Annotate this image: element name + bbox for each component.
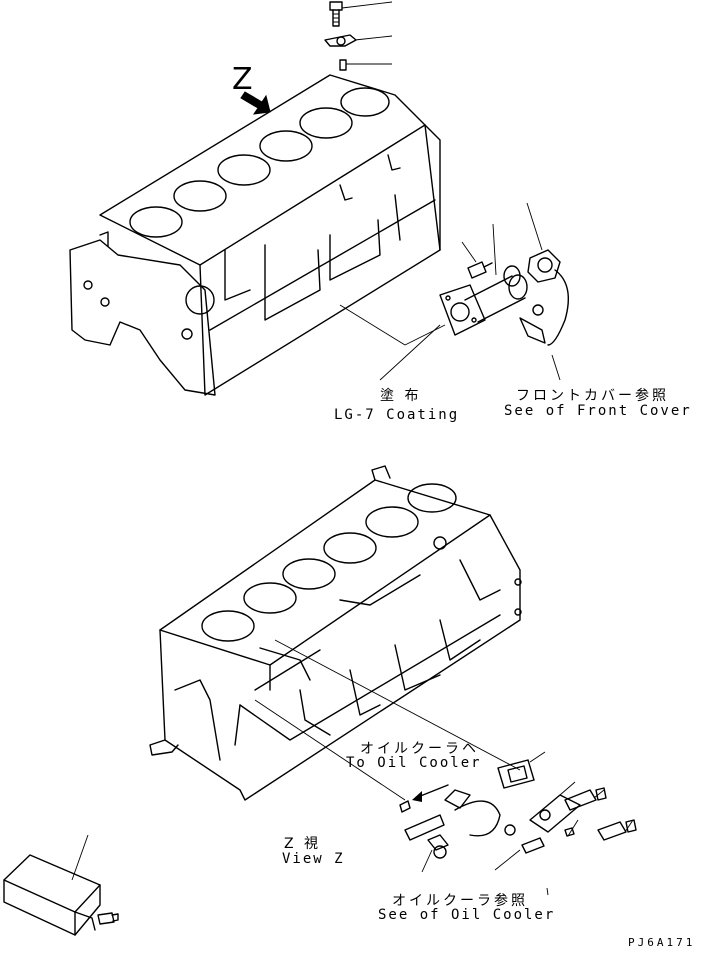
flange-pipe-group [339, 202, 569, 381]
coating-label-en: LG-7 Coating [334, 407, 460, 423]
view-z-label-jp: Z 視 [284, 836, 322, 852]
drawing-code: PJ6A171 [628, 936, 696, 949]
coating-label-jp: 塗 布 [380, 388, 422, 404]
engine-block-bottom [149, 465, 522, 801]
oil-cooler-parts [254, 639, 637, 896]
view-letter-z: Z [232, 62, 253, 97]
to-oil-cooler-label-en: To Oil Cooler [346, 755, 482, 771]
top-bolt-group [324, 1, 393, 71]
front-cover-label-en: See of Front Cover [504, 403, 692, 419]
view-arrow-icon [240, 91, 271, 115]
see-oil-cooler-label-jp: オイルクーラ参照 [392, 893, 528, 909]
shaft-detail [3, 834, 119, 936]
front-cover-label-jp: フロントカバー参照 [516, 388, 669, 404]
see-oil-cooler-label-en: See of Oil Cooler [378, 907, 556, 923]
engine-block-top [69, 74, 441, 396]
to-oil-cooler-label-jp: オイルクーラヘ [360, 741, 479, 757]
view-z-label-en: View Z [282, 851, 345, 867]
